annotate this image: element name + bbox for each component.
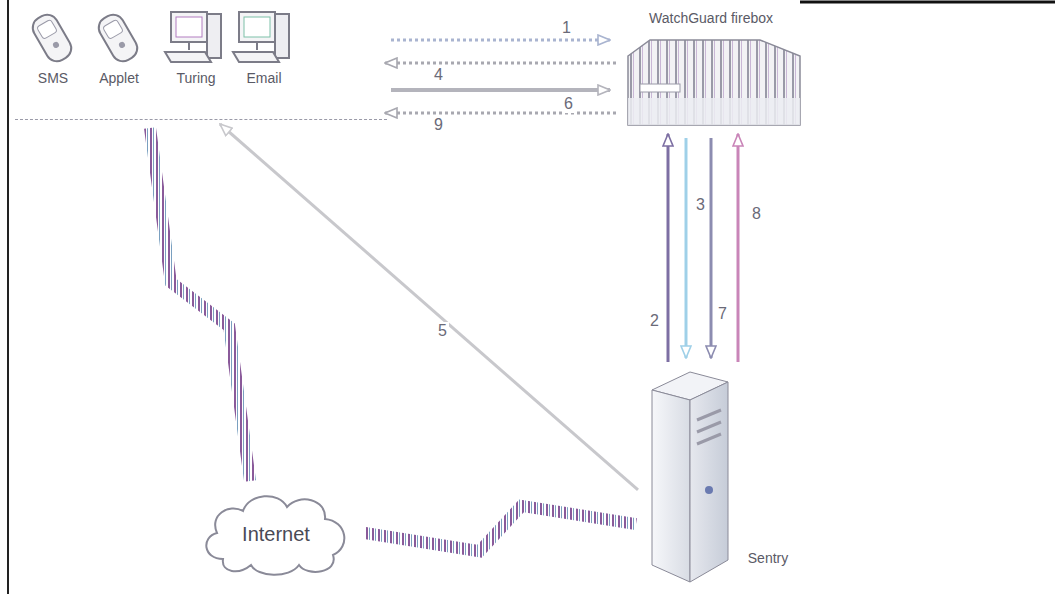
firebox-panel [640,84,680,92]
phone-icon [29,11,76,66]
message-arrow [385,62,616,65]
step-number: 6 [562,95,575,113]
tower [207,14,221,58]
message-arrow [667,134,670,362]
message-arrow [737,134,740,362]
drive-bay [697,422,721,432]
message-arrow [385,112,616,115]
step-number: 2 [648,312,661,330]
server-front [690,382,728,582]
stand [256,42,258,50]
power-button [705,486,713,494]
node-label: WatchGuard firebox [649,10,773,26]
message-arrow [220,124,638,490]
phone-screen [37,19,58,39]
stand [188,42,190,50]
step-number: 5 [436,322,449,340]
client-group: SMS Applet Turing Email [15,8,387,120]
node-label: Sentry [748,550,788,566]
step-number: 1 [560,19,573,37]
phone-key [52,41,60,49]
screen [244,17,270,37]
server-tower [652,372,728,582]
firewall-box: WatchGuard firebox [612,8,810,136]
drive-bay [697,410,721,420]
cloud-node: Internet [195,485,357,581]
step-number: 8 [750,205,763,223]
phone-screen [103,19,124,39]
step-number: 4 [432,66,445,84]
node-label: SMS [38,70,68,86]
screen [176,17,202,37]
message-arrow [685,138,688,358]
frame-line [800,1,1055,4]
phone-body [95,11,142,66]
server-side [652,390,690,582]
page-frame [8,0,1055,594]
node-label: Email [246,70,281,86]
drive-bay [697,434,721,444]
server-box: Sentry [632,360,802,588]
computer-icon [233,12,289,62]
phone-icon [95,11,142,66]
node-label: Applet [99,70,139,86]
step-number: 9 [432,116,445,134]
monitor [171,12,207,42]
step-number: 7 [716,305,729,323]
tower [275,14,289,58]
firebox-front [628,98,800,125]
firebox-body [628,40,800,125]
cloud-shape [206,496,344,575]
message-arrow [710,138,713,358]
phone-key [118,41,126,49]
computer-icon [165,12,221,62]
step-number: 3 [694,196,707,214]
phone-body [29,11,76,66]
frame-line [7,0,9,594]
node-label: Internet [242,522,310,546]
keyboard [233,52,279,62]
message-arrow [391,88,610,92]
node-label: Turing [176,70,215,86]
firebox-device [628,40,800,125]
monitor [239,12,275,42]
message-arrow [391,39,610,42]
keyboard [165,52,211,62]
wireless-link [365,506,636,551]
wireless-link [150,128,250,481]
